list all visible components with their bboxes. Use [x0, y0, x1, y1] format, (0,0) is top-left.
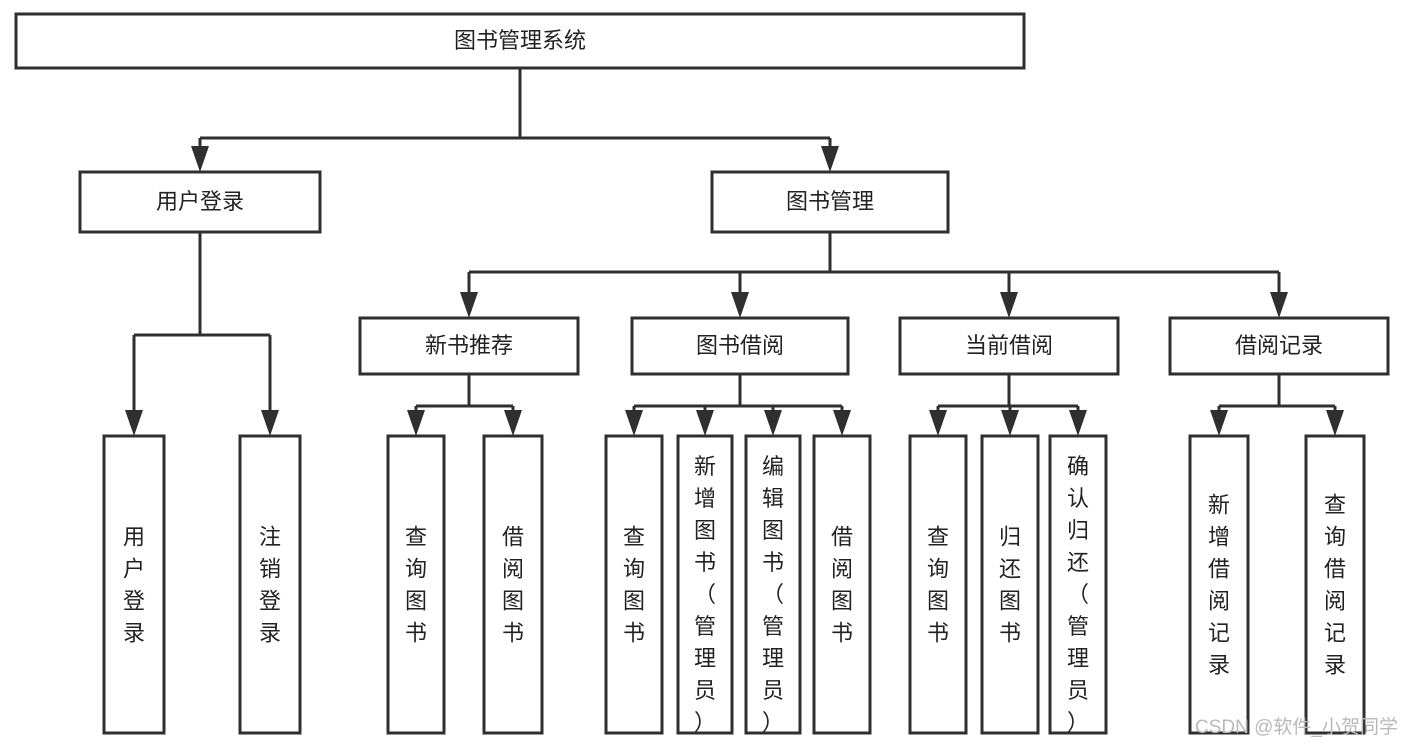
arrow-head-icon-borrow: [731, 292, 749, 318]
node-login[interactable]: 用户登录: [78, 170, 322, 234]
node-label-leaf-5: 查询图书: [623, 525, 645, 646]
node-leaf-5[interactable]: 查询图书: [604, 434, 664, 735]
node-label-records: 借阅记录: [1235, 333, 1323, 358]
arrow-head-icon-records: [1270, 292, 1288, 318]
node-box-leaf-3[interactable]: [386, 434, 446, 735]
node-leaf-2[interactable]: 注销登录: [238, 434, 302, 735]
node-leaf-8[interactable]: 借阅图书: [812, 434, 872, 735]
node-label-leaf-12: 新增借阅记录: [1208, 493, 1230, 678]
node-label-bookmgmt: 图书管理: [786, 189, 874, 214]
node-box-leaf-2[interactable]: [238, 434, 302, 735]
node-leaf-4[interactable]: 借阅图书: [482, 434, 544, 735]
node-box-borrow[interactable]: [630, 316, 850, 376]
node-box-leaf-13[interactable]: [1304, 434, 1366, 735]
node-box-leaf-9[interactable]: [908, 434, 968, 735]
node-label-leaf-11: 确认归还（管理员）: [1067, 454, 1089, 735]
node-root[interactable]: 图书管理系统: [14, 12, 1026, 70]
node-leaf-12[interactable]: 新增借阅记录: [1188, 434, 1250, 735]
node-label-leaf-4: 借阅图书: [502, 525, 524, 646]
node-box-leaf-8[interactable]: [812, 434, 872, 735]
node-borrow[interactable]: 图书借阅: [630, 316, 850, 376]
edge-group-records: [1210, 374, 1344, 436]
node-label-leaf-3: 查询图书: [405, 525, 427, 646]
node-leaf-9[interactable]: 查询图书: [908, 434, 968, 735]
edge-group-borrow: [625, 374, 851, 436]
arrow-head-icon-leaf-9: [929, 410, 947, 436]
arrow-head-icon-leaf-11: [1069, 410, 1087, 436]
edge-group-bookmgmt: [460, 232, 1288, 318]
node-current[interactable]: 当前借阅: [898, 316, 1120, 376]
node-label-leaf-7: 编辑图书（管理员）: [762, 454, 784, 735]
node-records[interactable]: 借阅记录: [1168, 316, 1390, 376]
node-label-current: 当前借阅: [965, 333, 1053, 358]
node-boxes-layer: 图书管理系统用户登录图书管理新书推荐图书借阅当前借阅借阅记录用户登录注销登录查询…: [14, 12, 1390, 735]
node-box-leaf-11[interactable]: [1048, 434, 1108, 735]
edge-group-root: [191, 68, 839, 172]
arrow-head-icon-leaf-12: [1210, 410, 1228, 436]
node-bookmgmt[interactable]: 图书管理: [710, 170, 950, 234]
node-leaf-11[interactable]: 确认归还（管理员）: [1048, 434, 1108, 735]
node-label-leaf-1: 用户登录: [123, 525, 145, 646]
node-leaf-3[interactable]: 查询图书: [386, 434, 446, 735]
node-label-root: 图书管理系统: [454, 28, 586, 53]
node-box-leaf-10[interactable]: [980, 434, 1040, 735]
node-leaf-1[interactable]: 用户登录: [102, 434, 166, 735]
node-label-newbook: 新书推荐: [425, 333, 513, 358]
node-label-leaf-6: 新增图书（管理员）: [694, 454, 716, 735]
arrow-head-icon-leaf-3: [407, 410, 425, 436]
arrow-head-icon-leaf-13: [1326, 410, 1344, 436]
arrow-head-icon-leaf-2: [261, 410, 279, 436]
arrow-head-icon-newbook: [460, 292, 478, 318]
arrow-head-icon-bookmgmt: [821, 146, 839, 172]
arrow-head-icon-leaf-1: [125, 410, 143, 436]
edge-group-current: [929, 374, 1087, 436]
edge-group-newbook: [407, 374, 522, 436]
node-box-newbook[interactable]: [358, 316, 580, 376]
node-box-bookmgmt[interactable]: [710, 170, 950, 234]
node-box-root[interactable]: [14, 12, 1026, 70]
arrow-head-icon-leaf-6: [696, 410, 714, 436]
node-label-leaf-2: 注销登录: [259, 525, 281, 646]
node-leaf-13[interactable]: 查询借阅记录: [1304, 434, 1366, 735]
node-box-leaf-5[interactable]: [604, 434, 664, 735]
arrow-head-icon-leaf-10: [1001, 410, 1019, 436]
node-leaf-7[interactable]: 编辑图书（管理员）: [744, 434, 802, 735]
arrow-head-icon-leaf-7: [764, 410, 782, 436]
arrow-head-icon-current: [1000, 292, 1018, 318]
node-label-leaf-13: 查询借阅记录: [1324, 493, 1346, 678]
node-box-login[interactable]: [78, 170, 322, 234]
connector-edges-layer: [125, 68, 1344, 436]
edge-group-login: [125, 232, 279, 436]
arrow-head-icon-leaf-4: [504, 410, 522, 436]
node-label-leaf-9: 查询图书: [927, 525, 949, 646]
node-box-leaf-6[interactable]: [676, 434, 734, 735]
node-leaf-10[interactable]: 归还图书: [980, 434, 1040, 735]
node-label-login: 用户登录: [156, 189, 244, 214]
arrow-head-icon-login: [191, 146, 209, 172]
node-newbook[interactable]: 新书推荐: [358, 316, 580, 376]
node-box-current[interactable]: [898, 316, 1120, 376]
node-box-leaf-1[interactable]: [102, 434, 166, 735]
node-label-leaf-8: 借阅图书: [831, 525, 853, 646]
node-box-leaf-7[interactable]: [744, 434, 802, 735]
node-label-leaf-10: 归还图书: [999, 525, 1021, 646]
arrow-head-icon-leaf-5: [625, 410, 643, 436]
node-leaf-6[interactable]: 新增图书（管理员）: [676, 434, 734, 735]
node-box-records[interactable]: [1168, 316, 1390, 376]
node-box-leaf-12[interactable]: [1188, 434, 1250, 735]
arrow-head-icon-leaf-8: [833, 410, 851, 436]
node-label-borrow: 图书借阅: [696, 333, 784, 358]
csdn-watermark: CSDN @软件_小贺同学: [1195, 716, 1398, 738]
node-box-leaf-4[interactable]: [482, 434, 544, 735]
